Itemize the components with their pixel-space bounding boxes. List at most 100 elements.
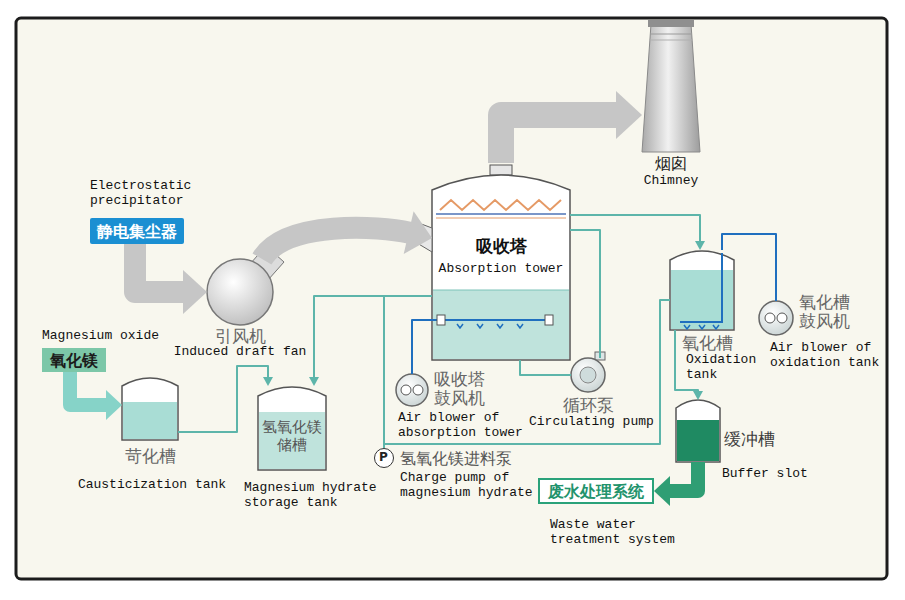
arrowhead [183,270,207,314]
pump-symbol [571,358,605,392]
tank-shell [670,251,734,330]
arrowhead [654,476,670,506]
node-label: Air blower of oxidation tank [770,340,884,370]
node-label: 循环泵 [543,396,633,415]
connector-line [669,462,698,491]
node-label: Air blower of absorption tower [398,410,526,440]
pipe-line [384,300,670,448]
node-label: Waste water treatment system [550,517,680,547]
node-label: 废水处理系统 [548,482,644,501]
feed-pump: P氢氧化镁进料泵Charge pump of magnesium hydrate [374,448,394,468]
tower-liquid [433,290,569,359]
node-label: Buffer slot [722,466,814,481]
connector-line [70,372,107,405]
node-label: P [375,450,392,465]
tank-liquid [259,412,325,469]
discharge-arrow [654,462,698,506]
arrowhead [616,91,642,139]
node-label: 吸收塔 [432,237,570,256]
chimney-rim [648,20,694,27]
blower-symbol [396,374,428,406]
causticization-tank: 苛化槽Causticization tank [122,376,178,440]
pipe-line [520,360,571,375]
treatment-box: 废水处理系统Waste water treatment system [538,478,654,504]
demister [440,200,561,210]
air-line [722,234,776,301]
pipe-line [570,230,600,358]
circulating-pump: 循环泵Circulating pump [571,358,605,392]
tank-shell [258,387,326,470]
tank-liquid [677,420,719,461]
pipe-line [178,366,273,432]
connector-line [314,296,384,448]
sparger [432,319,548,321]
tank-shell [122,378,178,440]
node-label: Chimney [632,173,710,188]
connector-line [570,215,700,242]
spray-header [436,218,566,219]
spray-header [436,213,566,215]
connector-line [135,244,184,292]
connector-line [384,300,670,448]
node-label: 氢氧化镁进料泵 [400,449,530,468]
node-label: 氧化槽 [682,334,742,353]
air-line [412,320,432,374]
sparger [680,253,722,322]
node-label: 缓冲槽 [724,430,788,449]
tank-liquid [671,270,733,329]
buffer-tank: 缓冲槽Buffer slot [676,400,720,462]
node-label: 氧化槽 鼓风机 [799,293,855,331]
arrowhead [693,391,703,400]
air-blower: 氧化槽 鼓风机Air blower of oxidation tank [759,301,793,335]
arrowhead [309,377,319,386]
node-label: 吸收塔 鼓风机 [434,370,490,408]
node-label: Circulating pump [529,414,656,429]
air-bubbles [684,325,719,329]
tower-shell [432,175,570,360]
node-label: 静电集尘器 [97,222,177,241]
tower-cap [490,165,512,175]
connector-line [262,228,410,259]
precipitator-box: Electrostatic precipitator静电集尘器 [90,218,184,244]
node-label: 引风机 [187,327,293,346]
chimney-body [642,24,700,152]
flue-gas-arrow [262,211,432,259]
blower-lobe [777,313,787,323]
air-bubbles [457,324,523,328]
frame [16,18,887,579]
arrowhead [404,211,432,254]
pipe-line [570,215,705,250]
node-label: Electrostatic precipitator [90,178,208,208]
node-label: Magnesium hydrate storage tank [244,480,381,510]
material-box: Magnesium oxide氧化镁 [42,348,106,372]
pump-impeller [580,367,596,383]
node-label: 烟囱 [632,154,710,173]
liquid-surface [433,290,569,291]
blower-symbol [759,301,793,335]
node-label: Magnesium oxide [42,328,172,343]
air-blower: 吸收塔 鼓风机Air blower of absorption tower [396,374,428,406]
oxidation-tank: 氧化槽Oxidation tank [670,250,734,330]
node-label: 氢氧化镁 储槽 [260,418,324,454]
node-label: Oxidation tank [686,352,760,382]
feed-arrow [70,372,122,420]
node-label: Charge pump of magnesium hydrate [400,470,537,500]
tank-liquid [123,402,177,439]
connector-line [178,366,268,432]
node-label: Absorption tower [432,261,570,276]
flue-gas-arrow [135,244,207,314]
connector-line [501,115,617,163]
connector-line [570,230,600,358]
fan-node: 引风机Induced draft fan [207,259,273,325]
valve [437,315,445,325]
valve [545,315,553,325]
blower-lobe [413,385,423,395]
arrowhead [695,241,705,250]
node-label: Induced draft fan [169,344,311,359]
tank-shell [676,400,720,462]
storage-tank: 氢氧化镁 储槽Magnesium hydrate storage tank [258,386,326,470]
chimney-ring [650,34,692,35]
